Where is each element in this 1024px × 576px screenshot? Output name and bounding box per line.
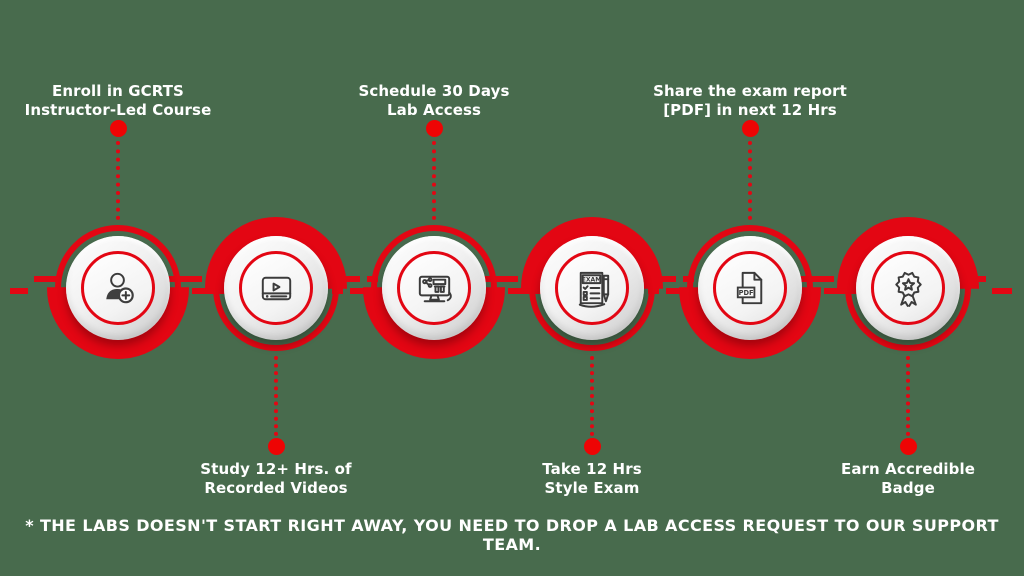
lab-computer-icon [418, 275, 452, 302]
svg-text:PDF: PDF [738, 289, 753, 297]
node-inner-ring [239, 251, 313, 325]
node-inner-ring: PDF [713, 251, 787, 325]
timeline-dot [425, 120, 443, 137]
step-label: Study 12+ Hrs. of Recorded Videos [200, 460, 352, 497]
step-label: Schedule 30 Days Lab Access [358, 82, 510, 119]
dotted-connector [432, 141, 436, 220]
step-node: PDF [679, 220, 821, 359]
connector-segment [10, 288, 28, 294]
step-6: Earn Accredible Badge [798, 0, 1018, 576]
step-5: Share the exam report [PDF] in next 12 H… [640, 0, 860, 576]
node-inner-ring [81, 251, 155, 325]
timeline-dot [267, 438, 285, 455]
connector-segment [34, 276, 56, 282]
dotted-connector [590, 356, 594, 436]
connector-segment [162, 276, 202, 282]
connector-segment [478, 276, 518, 282]
svg-text:EXAM: EXAM [581, 276, 601, 283]
step-1: Enroll in GCRTS Instructor-Led Course [8, 0, 228, 576]
connector-segment [824, 288, 864, 294]
footer-note: * THE LABS DOESN'T START RIGHT AWAY, YOU… [25, 516, 999, 554]
step-label: Share the exam report [PDF] in next 12 H… [653, 82, 847, 119]
connector-segment [192, 288, 232, 294]
node-inner-ring: EXAM [555, 251, 629, 325]
timeline-dot [899, 438, 917, 455]
dotted-connector [748, 141, 752, 220]
add-user-icon [105, 272, 134, 303]
timeline-dot [583, 438, 601, 455]
exam-checklist-icon: EXAM [578, 271, 609, 308]
step-node [47, 220, 189, 359]
step-4: EXAM Take 12 Hrs Style Exam [482, 0, 702, 576]
dotted-connector [274, 356, 278, 436]
node-inner-ring [397, 251, 471, 325]
step-label: Earn Accredible Badge [840, 460, 976, 497]
step-3: Schedule 30 Days Lab Access [324, 0, 544, 576]
pdf-document-icon: PDF [736, 271, 762, 304]
award-badge-icon [894, 271, 922, 307]
step-node [205, 217, 347, 356]
node-inner-ring [871, 251, 945, 325]
timeline-dot [741, 120, 759, 137]
step-label: Take 12 Hrs Style Exam [542, 460, 642, 497]
dotted-connector [116, 141, 120, 220]
timeline-dot [109, 120, 127, 137]
dotted-connector [906, 356, 910, 436]
step-node [363, 220, 505, 359]
step-node [837, 217, 979, 356]
step-node: EXAM [521, 217, 663, 356]
connector-segment [508, 288, 548, 294]
connector-segment [794, 276, 834, 282]
video-player-icon [261, 276, 291, 300]
step-label: Enroll in GCRTS Instructor-Led Course [24, 82, 212, 119]
step-2: Study 12+ Hrs. of Recorded Videos [166, 0, 386, 576]
connector-segment [992, 288, 1012, 294]
